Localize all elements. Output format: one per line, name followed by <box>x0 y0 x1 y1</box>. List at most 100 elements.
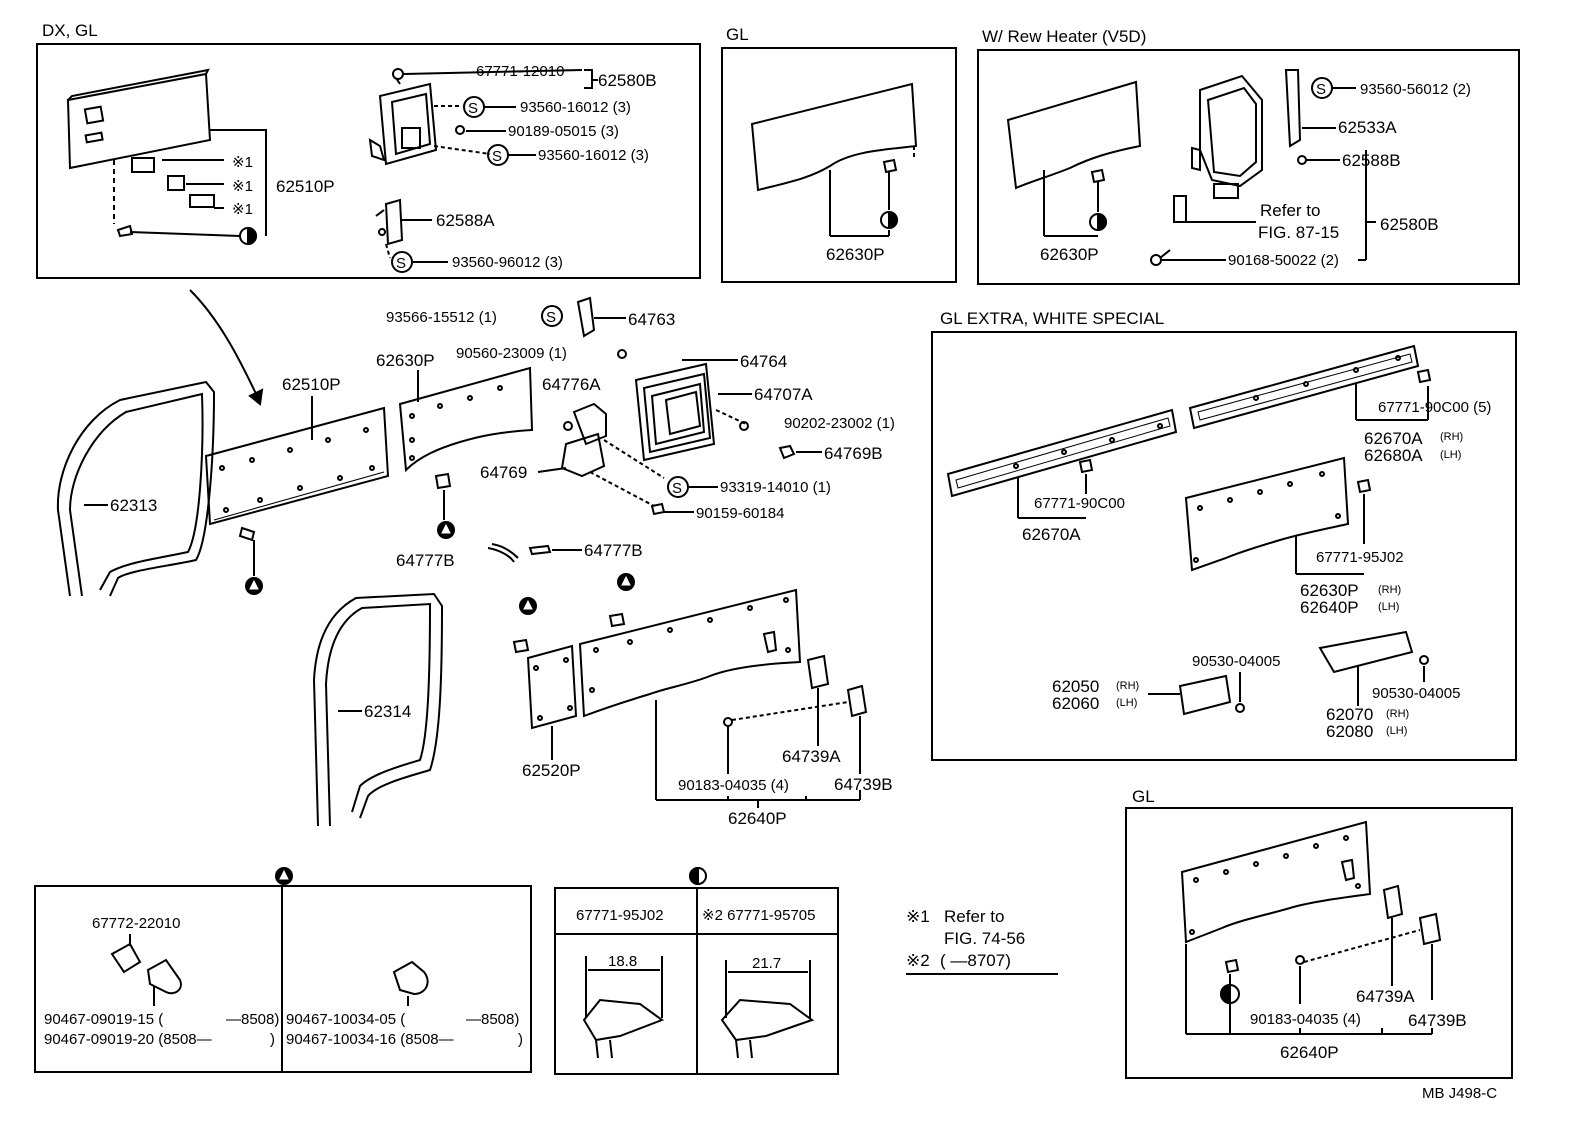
part-64763: 64763 <box>628 310 675 329</box>
part-62510P-main: 62510P <box>282 375 341 394</box>
clip-95705-drawing <box>720 960 815 1059</box>
half-circle-fill-icon <box>1220 983 1231 1005</box>
panel-62640P-main-drawing <box>578 588 802 800</box>
part-64777B-b: 64777B <box>584 541 643 560</box>
part-62580B-heater: 62580B <box>1380 215 1439 234</box>
panel-62510P-drawing <box>204 396 390 576</box>
half-circle-fill-icon <box>689 866 699 886</box>
part-62510P-dx: 62510P <box>276 177 335 196</box>
part-90560-23009: 90560-23009 (1) <box>456 345 567 362</box>
panel-62630P-main-drawing <box>398 366 534 520</box>
part-90183-04035: 90183-04035 (4) <box>678 777 789 794</box>
panel-62630P-extra-drawing <box>1184 456 1372 575</box>
s-symbol-letter: S <box>672 480 682 497</box>
bracket-62580B <box>584 69 598 89</box>
section-gl-bottom-heading: GL <box>1132 787 1155 806</box>
part-90202-23002: 90202-23002 (1) <box>784 415 895 432</box>
part-93566-15512: 93566-15512 (1) <box>386 309 497 326</box>
part-62630P-gl-top: 62630P <box>826 245 885 264</box>
part-62314: 62314 <box>364 702 411 721</box>
part-62640P-main: 62640P <box>728 809 787 828</box>
screw-dot <box>723 717 733 727</box>
part-67771-12010: 67771-12010 <box>476 63 564 80</box>
rh-label-3: (RH) <box>1116 680 1139 692</box>
note-2-mark: ※2 <box>906 951 930 970</box>
note-1-fig: FIG. 74-56 <box>944 929 1025 948</box>
part-64769: 64769 <box>480 463 527 482</box>
rh-label-1: (RH) <box>1440 431 1463 443</box>
s-symbol-letter: S <box>546 309 556 326</box>
refer-to-label: Refer to <box>1260 201 1320 220</box>
part-64776A: 64776A <box>542 375 601 394</box>
part-64739A: 64739A <box>782 747 841 766</box>
ref-mark-1: ※1 <box>232 154 253 171</box>
door-lock-drawing <box>560 402 665 507</box>
fig-87-15-label: FIG. 87-15 <box>1258 223 1339 242</box>
screw-64769B-drawing <box>778 444 796 460</box>
section-gl-top-heading: GL <box>726 25 749 44</box>
part-64764: 64764 <box>740 352 787 371</box>
part-64739B: 64739B <box>834 775 893 794</box>
part-62060: 62060 <box>1052 694 1099 713</box>
part-90159-60184: 90159-60184 <box>696 505 784 522</box>
part-64739A-gl-bottom: 64739A <box>1356 987 1415 1006</box>
weatherstrip-62314-drawing <box>312 592 444 827</box>
weatherstrip-62313-drawing <box>56 380 216 597</box>
ref-mark-3: ※1 <box>232 201 253 218</box>
part-62588B: 62588B <box>1342 151 1401 170</box>
part-64707A: 64707A <box>754 385 813 404</box>
hook-62588A-drawing <box>375 198 432 259</box>
rh-label-4: (RH) <box>1386 708 1409 720</box>
part-90467-09019-15-end: —8508) <box>226 1011 279 1028</box>
clip-67772-drawing <box>110 934 182 1006</box>
part-67771-90C00-5: 67771-90C00 (5) <box>1378 399 1491 416</box>
gl-top-box <box>721 47 957 283</box>
part-62588A: 62588A <box>436 211 495 230</box>
inside-handle-bezel-drawing <box>634 362 752 462</box>
part-62640P-gl-bottom: 62640P <box>1280 1043 1339 1062</box>
part-93560-16012-a: 93560-16012 (3) <box>520 99 631 116</box>
screw-dot <box>739 421 749 431</box>
part-64769B: 64769B <box>824 444 883 463</box>
screw-dot <box>617 349 627 359</box>
lh-label-3: (LH) <box>1116 697 1137 709</box>
s-symbol-letter: S <box>1316 81 1326 98</box>
clip-col1-header: 67771-95J02 <box>576 907 664 924</box>
heater-panel-drawing <box>1006 80 1142 237</box>
dim-21-7: 21.7 <box>752 955 781 972</box>
part-62080: 62080 <box>1326 722 1373 741</box>
dim-18-8: 18.8 <box>608 953 637 970</box>
rod-64777B-drawing <box>487 543 519 563</box>
panel-62520P-drawing <box>526 644 578 760</box>
part-67772-22010: 67772-22010 <box>92 915 180 932</box>
triangle-symbol-glyph <box>441 523 451 534</box>
lh-label-4: (LH) <box>1386 725 1407 737</box>
gl-bottom-box <box>1125 807 1513 1079</box>
part-62050: 62050 <box>1052 677 1099 696</box>
note-1-mark: ※1 <box>906 907 930 926</box>
clip-64777B-drawing <box>528 544 552 556</box>
part-62630P-main: 62630P <box>376 351 435 370</box>
ref-mark-2: ※1 <box>232 178 253 195</box>
clip-64739B-drawing <box>846 684 868 718</box>
part-90168-50022: 90168-50022 (2) <box>1228 252 1339 269</box>
rew-heater-box <box>977 49 1520 285</box>
part-90530-04005-b: 90530-04005 <box>1372 685 1460 702</box>
section-rew-heater-heading: W/ Rew Heater (V5D) <box>982 27 1146 46</box>
callout-arrowhead <box>248 388 264 406</box>
screw-90159-drawing <box>650 502 666 516</box>
part-90530-04005-a: 90530-04005 <box>1192 653 1280 670</box>
gl-extra-box <box>931 331 1517 761</box>
clip-95J02-drawing <box>582 956 665 1059</box>
part-93560-16012-b: 93560-16012 (3) <box>538 147 649 164</box>
clip-triangle-a <box>512 638 530 654</box>
s-symbol-icon <box>541 305 563 327</box>
triangle-symbol-glyph <box>249 579 259 590</box>
part-62630P-heater: 62630P <box>1040 245 1099 264</box>
clip-90467-10034-drawing <box>392 960 429 1006</box>
part-90467-09019-20: 90467-09019-20 (8508— <box>44 1031 212 1048</box>
rear-heater-unit-drawing <box>1150 69 1376 266</box>
part-90183-04035-gl-bottom: 90183-04035 (4) <box>1250 1011 1361 1028</box>
note-2-text: ( —8707) <box>940 951 1011 970</box>
triangle-symbol-glyph <box>621 575 631 586</box>
